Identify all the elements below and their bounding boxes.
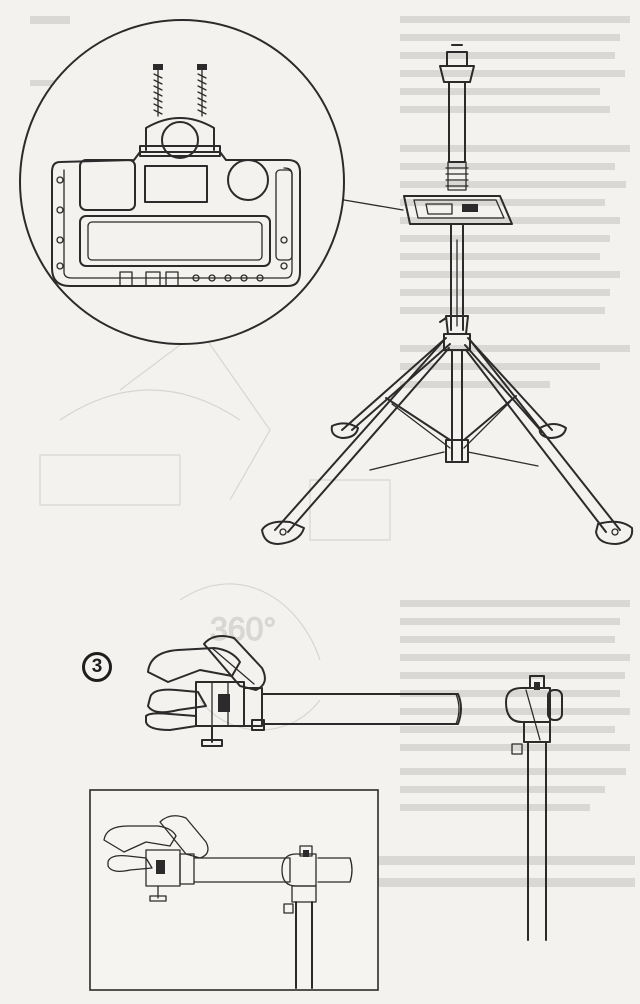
step-number-badge: 3 — [82, 652, 112, 682]
svg-text:360°: 360° — [210, 611, 276, 647]
